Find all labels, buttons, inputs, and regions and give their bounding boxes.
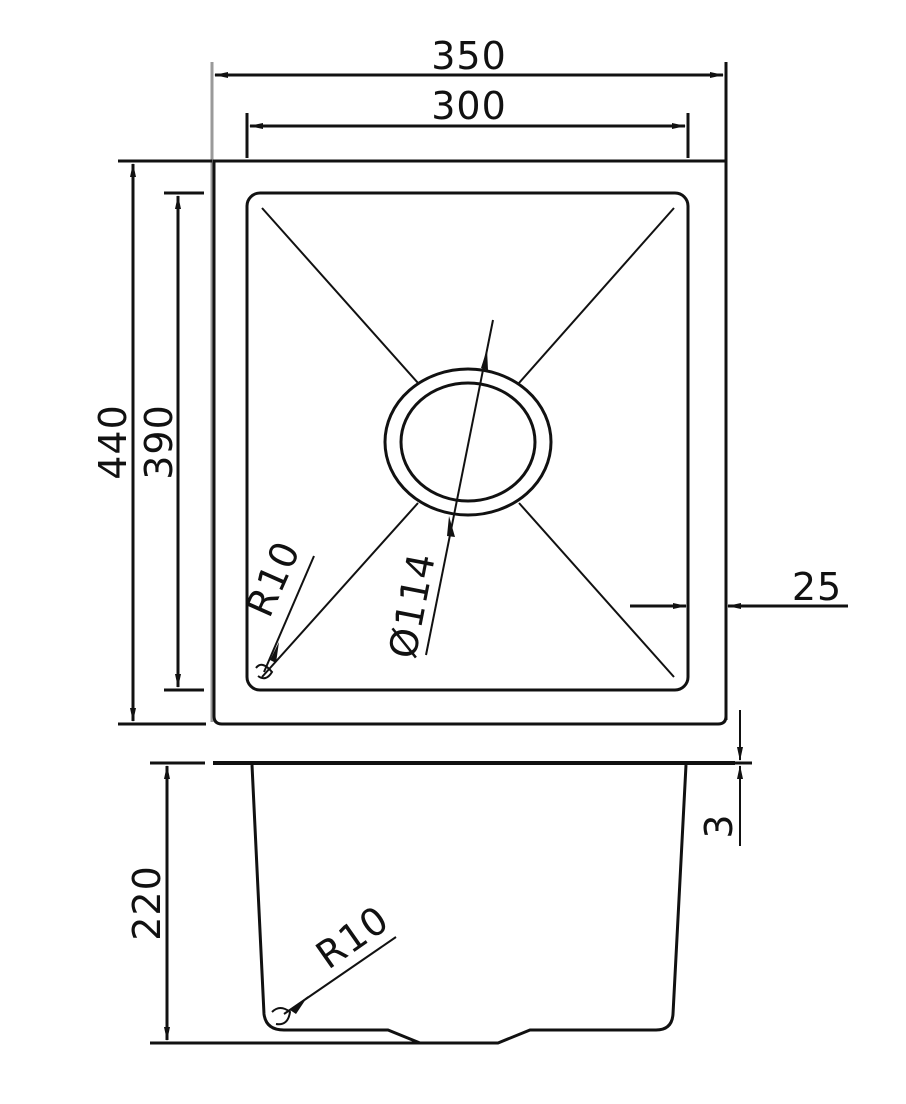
dimension-label-bowl-width: 300 xyxy=(431,84,507,128)
dimension-label-overall-length: 440 xyxy=(91,404,135,480)
drain-inner-ring xyxy=(399,381,537,503)
side-view: 3 220 R10 xyxy=(125,710,752,1045)
corner-radius-leader xyxy=(263,555,315,673)
drain-outer-ring xyxy=(383,367,553,517)
bottom-radius-arrow xyxy=(290,996,308,1014)
dimension-label-bowl-offset: 25 xyxy=(792,565,842,609)
dimension-label-drain-diameter: Ø114 xyxy=(380,549,444,662)
drain-diameter-leader xyxy=(425,319,494,656)
dimension-label-overall-width: 350 xyxy=(431,34,507,78)
slope-line-bottom-right xyxy=(518,502,675,678)
bowl-outline xyxy=(245,191,690,692)
slope-line-top-right xyxy=(518,207,675,384)
corner-radius-arc-marker xyxy=(255,663,274,680)
bottom-radius-arc-marker xyxy=(271,1007,292,1026)
drain-leader-arrow-top xyxy=(481,349,488,370)
corner-radius-arrow xyxy=(270,642,279,663)
dimension-label-bowl-length: 390 xyxy=(137,404,181,480)
slope-line-bottom-left xyxy=(261,502,419,678)
bowl-side-profile xyxy=(250,764,688,1045)
dimension-label-flange-thickness: 3 xyxy=(697,813,741,838)
drain-leader-arrow-bottom xyxy=(447,516,455,537)
slope-line-top-left xyxy=(261,207,419,384)
dimension-label-depth: 220 xyxy=(125,865,169,941)
dimension-label-bottom-radius: R10 xyxy=(308,897,397,978)
outer-flange-outline xyxy=(212,159,728,726)
top-view: 350 300 440 390 Ø114 xyxy=(91,34,848,726)
